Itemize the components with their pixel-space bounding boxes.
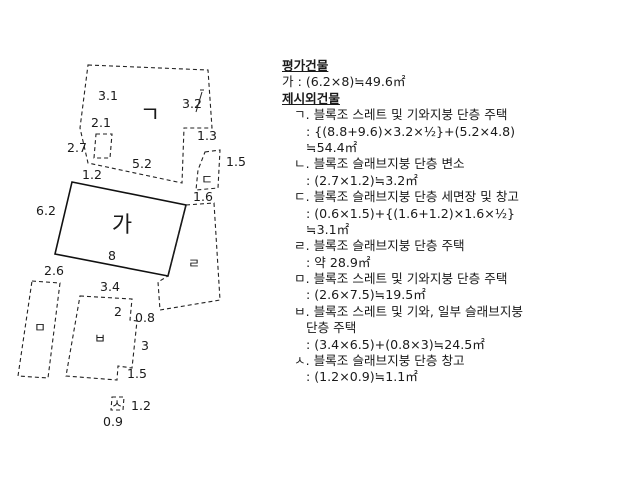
dim-ba-3: 0.8 [135, 310, 155, 325]
legend-line: : (2.6×7.5)≒19.5㎡ [306, 287, 426, 303]
dim-ga-1: 3.1 [98, 88, 118, 103]
building-ma: ㅁ 2.6 [17, 263, 64, 379]
label-ma: ㅁ [34, 321, 46, 336]
legend-line: ㄷ. 블록조 슬래브지붕 단층 세면장 및 창고 [294, 189, 519, 205]
legend-line: : (2.7×1.2)≒3.2㎡ [306, 172, 418, 188]
legend-line: : (0.6×1.5)+{(1.6+1.2)×1.6×½} [306, 205, 516, 221]
legend-line: ㅁ. 블록조 스레트 및 기와지붕 단층 주택 [294, 271, 508, 287]
dim-main-bottom: 8 [108, 248, 116, 263]
building-ba: ㅂ 3.4 2 0.8 3 1.5 [65, 279, 155, 381]
building-ra: ㄹ [157, 202, 221, 311]
dim-na-2: 2.7 [67, 140, 87, 155]
dim-main-top: 1.2 [82, 167, 102, 182]
legend-line: : (3.4×6.5)+(0.8×3)≒24.5㎡ [306, 336, 485, 352]
building-sa: ㅅ 1.2 0.9 [103, 396, 151, 429]
label-da: ㄷ [201, 173, 213, 188]
legend-line: : (1.2×0.9)≒1.1㎡ [306, 369, 418, 385]
legend-line: ㅂ. 블록조 스레트 및 기와, 일부 슬래브지붕 [294, 303, 523, 319]
legend-line: ㅅ. 블록조 슬래브지붕 단층 창고 [294, 353, 465, 369]
heading-main-building: 평가건물 [282, 58, 329, 73]
label-main: 가 [112, 213, 132, 238]
dim-ba-1: 3.4 [100, 279, 120, 294]
dim-ga-4: 5.2 [132, 156, 152, 171]
label-ba: ㅂ [94, 332, 106, 347]
area-legend: 평가건물 가 : (6.2×8)≒49.6㎡ 제시외건물 ㄱ. 블록조 스레트 … [282, 58, 638, 386]
main-building-formula: 가 : (6.2×8)≒49.6㎡ [282, 74, 406, 90]
dim-ba-5: 1.5 [127, 366, 147, 381]
main-building: 가 1.2 6.2 8 [36, 167, 187, 277]
dim-da-2: 1.6 [193, 189, 213, 204]
label-sa: ㅅ [111, 396, 123, 411]
building-ga: ㄱ 3.1 3.2 1.3 5.2 [79, 64, 217, 184]
heading-excluded-buildings: 제시외건물 [282, 90, 340, 106]
site-plan: ㄱ 3.1 3.2 1.3 5.2 2.1 2.7 ㄷ 1.5 1.6 가 1.… [17, 64, 246, 429]
legend-line: : 약 28.9㎡ [306, 254, 371, 270]
legend-line: 단층 주택 [306, 320, 357, 336]
legend-line: ≒3.1㎡ [306, 221, 350, 237]
dim-ga-3: 1.3 [197, 128, 217, 143]
dim-sa-2: 0.9 [103, 414, 123, 429]
dim-na-1: 2.1 [91, 115, 111, 130]
dim-main-left: 6.2 [36, 203, 56, 218]
dim-ba-2: 2 [114, 304, 122, 319]
legend-line: ㄴ. 블록조 슬래브지붕 단층 변소 [294, 156, 465, 172]
building-da: ㄷ 1.5 1.6 [193, 149, 246, 204]
dim-ba-4: 3 [141, 338, 149, 353]
legend-line: ㄹ. 블록조 슬래브지붕 단층 주택 [294, 238, 465, 254]
building-na: 2.1 2.7 [67, 115, 111, 155]
label-ga: ㄱ [140, 103, 160, 128]
dim-sa-1: 1.2 [131, 398, 151, 413]
label-ra: ㄹ [188, 257, 200, 272]
dim-ma-1: 2.6 [44, 263, 64, 278]
legend-line: ㄱ. 블록조 스레트 및 기와지붕 단층 주택 [294, 107, 508, 123]
legend-line: : {(8.8+9.6)×3.2×½}+(5.2×4.8) [306, 123, 516, 139]
legend-line: ≒54.4㎡ [306, 139, 358, 155]
dim-da-1: 1.5 [226, 154, 246, 169]
